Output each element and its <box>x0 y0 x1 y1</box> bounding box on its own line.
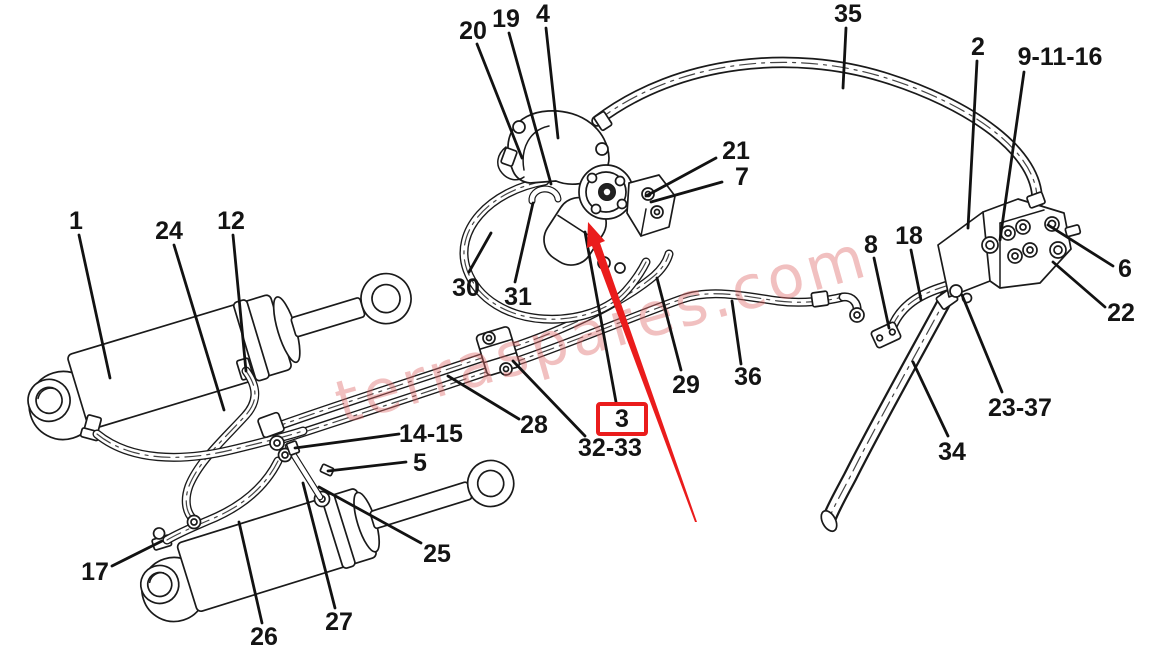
hose-to-head <box>162 456 283 545</box>
leader-line-36 <box>730 299 743 366</box>
callout-30: 30 <box>452 274 480 302</box>
fitting-cluster <box>257 411 335 477</box>
callout-8: 8 <box>864 231 878 259</box>
leader-line-17 <box>110 539 164 568</box>
machinery-drawing <box>27 56 1082 623</box>
highlight-arrow <box>587 222 697 522</box>
leader-line-27 <box>301 481 337 610</box>
hose-35-valve-ferrule <box>1026 191 1046 209</box>
leader-line-4 <box>544 26 560 140</box>
callout-31: 31 <box>504 283 532 311</box>
leader-line-21 <box>644 156 718 198</box>
callout-14-15: 14-15 <box>399 420 463 448</box>
callout-5: 5 <box>413 449 427 477</box>
leader-line-23-37 <box>960 293 1004 394</box>
leader-line-25 <box>317 485 423 545</box>
leader-line-28 <box>446 374 521 421</box>
pump-manifold <box>626 174 676 237</box>
leader-line-1 <box>77 233 112 380</box>
hose-36-end-fitting <box>810 290 865 323</box>
cylinder-lower <box>139 459 515 623</box>
callout-25: 25 <box>423 540 451 568</box>
leader-line-20 <box>475 42 524 160</box>
callout-2: 2 <box>971 33 985 61</box>
leader-line-8 <box>872 256 891 330</box>
hose-clamp <box>475 326 521 376</box>
leader-line-19 <box>507 31 553 186</box>
flange-8 <box>870 321 902 349</box>
leader-line-14-15 <box>293 432 401 450</box>
fitting-23-37 <box>949 284 963 298</box>
shackle-31 <box>528 185 562 205</box>
cylinder-upper <box>27 272 412 442</box>
leader-line-12 <box>231 233 248 373</box>
callout-23-37: 23-37 <box>988 394 1052 422</box>
hose-35 <box>591 56 1043 210</box>
leader-line-29 <box>655 276 683 372</box>
leader-line-31 <box>513 201 535 284</box>
hose-30 <box>459 176 651 324</box>
callout-3: 3 <box>615 405 629 433</box>
leader-line-7 <box>649 180 724 204</box>
hose-35-ferrule <box>593 110 613 132</box>
callout-32-33: 32-33 <box>578 434 642 462</box>
leader-line-24 <box>172 243 226 412</box>
callout-28: 28 <box>520 411 548 439</box>
clamp-hook-20 <box>497 146 525 181</box>
highlight-box <box>596 402 648 436</box>
callout-22: 22 <box>1107 299 1135 327</box>
leader-line-5 <box>326 460 408 473</box>
callout-36: 36 <box>734 363 762 391</box>
callout-1: 1 <box>69 207 83 235</box>
callout-17: 17 <box>81 558 109 586</box>
hose-36 <box>269 289 848 447</box>
leader-line-22 <box>1051 260 1107 309</box>
leader-line-6 <box>1046 223 1115 268</box>
callout-21: 21 <box>722 137 750 165</box>
callout-27: 27 <box>325 608 353 636</box>
callout-9-11-16: 9-11-16 <box>1018 43 1103 71</box>
hose-34-open-end <box>820 509 838 533</box>
callout-24: 24 <box>155 217 183 245</box>
callout-29: 29 <box>672 371 700 399</box>
leader-line-3 <box>583 230 618 404</box>
leader-line-26 <box>237 520 264 625</box>
callout-6: 6 <box>1118 255 1132 283</box>
callout-7: 7 <box>735 163 749 191</box>
callout-12: 12 <box>217 207 245 235</box>
callout-26: 26 <box>250 623 278 646</box>
pump-assembly <box>497 110 676 274</box>
callout-18: 18 <box>895 222 923 250</box>
callout-20: 20 <box>459 17 487 45</box>
leader-line-32-33 <box>511 359 587 438</box>
callout-layer: 123456789-11-161214-1517181920212223-372… <box>69 0 1135 646</box>
hose-24-end-nut <box>186 514 202 530</box>
leader-line-9-11-16 <box>998 70 1026 242</box>
leader-line-18 <box>909 248 923 302</box>
valve-assembly <box>870 191 1082 349</box>
callout-19: 19 <box>492 5 520 33</box>
hose-29 <box>265 249 674 434</box>
leader-line-34 <box>911 360 950 438</box>
callout-4: 4 <box>536 0 550 28</box>
leader-line-30 <box>467 231 493 274</box>
hose-34 <box>821 285 957 527</box>
hose-cylinder-link <box>92 426 308 462</box>
callout-34: 34 <box>938 438 966 466</box>
callout-35: 35 <box>834 0 862 28</box>
leader-line-2 <box>966 59 979 230</box>
leader-line-35 <box>841 26 848 90</box>
